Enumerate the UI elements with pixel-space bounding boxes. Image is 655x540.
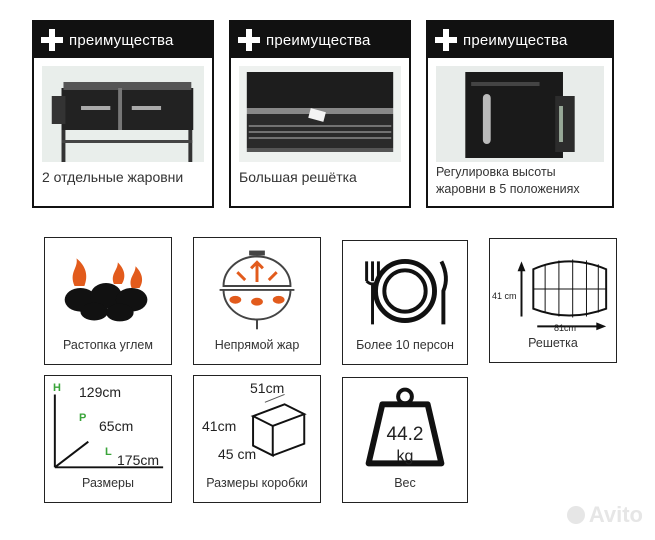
advantage-card-3: преимущества Регулировка высоты жаровни … bbox=[426, 20, 614, 208]
kettle-grill-icon bbox=[194, 238, 320, 333]
feature-label: Вес bbox=[394, 476, 416, 490]
grate-width-label: 81cm bbox=[554, 323, 577, 333]
weight-icon bbox=[343, 378, 467, 473]
dimensions-axes-icon bbox=[45, 376, 171, 471]
advantage-caption: Регулировка высоты жаровни в 5 положения… bbox=[436, 165, 580, 196]
feature-grate: 41 cm 81cm Решетка bbox=[489, 238, 617, 363]
feature-weight: 44.2 kg Вес bbox=[342, 377, 468, 503]
feature-label: Более 10 персон bbox=[356, 338, 454, 352]
grill-photo-two-braziers bbox=[42, 66, 204, 162]
feature-label: Растопка углем bbox=[63, 338, 153, 352]
advantage-card-1: преимущества 2 отдельные жаровни bbox=[32, 20, 214, 208]
plus-icon bbox=[40, 28, 64, 52]
avito-logo-icon bbox=[566, 506, 585, 524]
feature-label: Размеры bbox=[82, 476, 134, 490]
feature-persons: Более 10 персон bbox=[342, 240, 468, 365]
avito-watermark: Avito bbox=[566, 502, 643, 528]
grate-height-label: 41 cm bbox=[492, 291, 517, 301]
dimension-l-letter: L bbox=[105, 446, 112, 458]
feature-box-dimensions: 51cm 41cm 45 cm Размеры коробки bbox=[193, 375, 321, 503]
advantage-card-2: преимущества Большая решётка bbox=[229, 20, 411, 208]
weight-unit: kg bbox=[396, 448, 414, 465]
coal-fire-icon bbox=[45, 238, 171, 333]
feature-coal: Растопка углем bbox=[44, 237, 172, 365]
grill-photo-large-grate bbox=[239, 66, 401, 162]
plate-cutlery-icon bbox=[343, 241, 467, 336]
advantage-title: преимущества bbox=[69, 31, 174, 49]
feature-indirect-heat: Непрямой жар bbox=[193, 237, 321, 365]
plus-icon bbox=[237, 28, 261, 52]
box-icon bbox=[194, 376, 320, 471]
feature-dimensions: H 129cm P 65cm L 175cm Размеры bbox=[44, 375, 172, 503]
dimension-p-letter: P bbox=[79, 412, 87, 424]
feature-label: Размеры коробки bbox=[206, 476, 308, 490]
plus-icon bbox=[434, 28, 458, 52]
box-height: 41cm bbox=[202, 418, 237, 434]
dimension-h-value: 129cm bbox=[79, 384, 122, 400]
advantage-header: преимущества bbox=[428, 22, 612, 58]
watermark-text: Avito bbox=[588, 502, 643, 527]
grate-dimensions-icon bbox=[490, 239, 616, 334]
weight-value: 44.2 bbox=[386, 424, 424, 445]
box-depth: 45 cm bbox=[218, 446, 257, 462]
dimension-p-value: 65cm bbox=[99, 418, 134, 434]
dimension-h-letter: H bbox=[53, 382, 61, 394]
advantage-header: преимущества bbox=[34, 22, 212, 58]
feature-label: Решетка bbox=[528, 336, 578, 350]
box-width: 51cm bbox=[250, 380, 285, 396]
advantage-title: преимущества bbox=[266, 31, 371, 49]
advantage-caption: Большая решётка bbox=[239, 169, 357, 185]
feature-label: Непрямой жар bbox=[214, 338, 300, 352]
advantage-header: преимущества bbox=[231, 22, 409, 58]
dimension-l-value: 175cm bbox=[117, 452, 160, 468]
advantage-title: преимущества bbox=[463, 31, 568, 49]
grill-photo-height-adjust bbox=[436, 66, 604, 162]
advantage-caption: 2 отдельные жаровни bbox=[42, 169, 184, 185]
